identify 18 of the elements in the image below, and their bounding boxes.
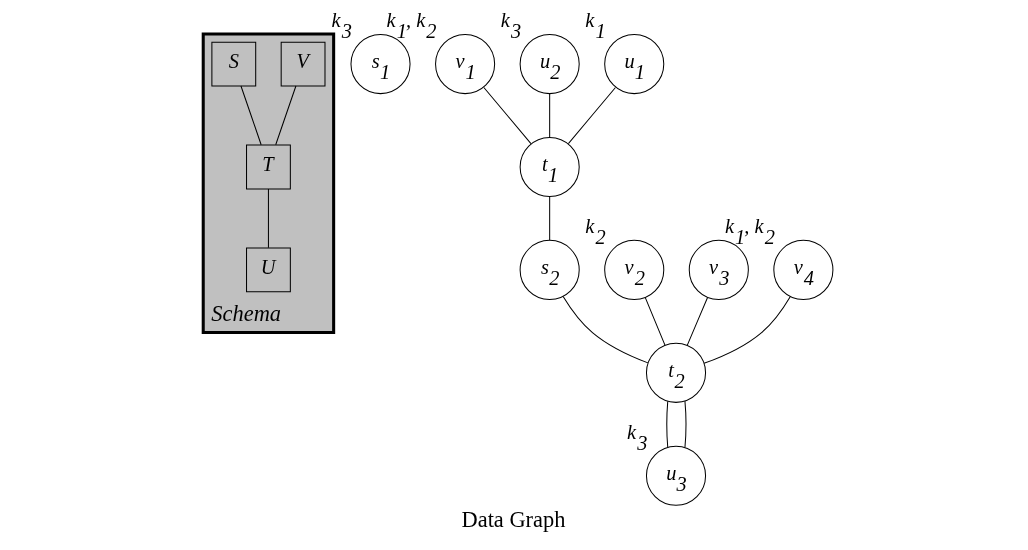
node-box: T	[246, 144, 291, 190]
connector	[267, 188, 269, 249]
node-box: U	[246, 247, 291, 293]
connector	[666, 400, 669, 448]
connector	[483, 86, 532, 145]
connector	[275, 85, 297, 146]
connector	[703, 295, 791, 364]
connector	[644, 296, 666, 346]
node-box: S	[211, 41, 257, 87]
connector	[567, 86, 616, 145]
connector	[240, 85, 262, 146]
connector	[549, 93, 551, 138]
connector	[549, 196, 551, 241]
node-box: V	[280, 41, 326, 87]
connector	[562, 295, 649, 364]
caption: Data Graph	[461, 507, 566, 533]
connector	[684, 400, 687, 448]
connector	[686, 296, 709, 346]
